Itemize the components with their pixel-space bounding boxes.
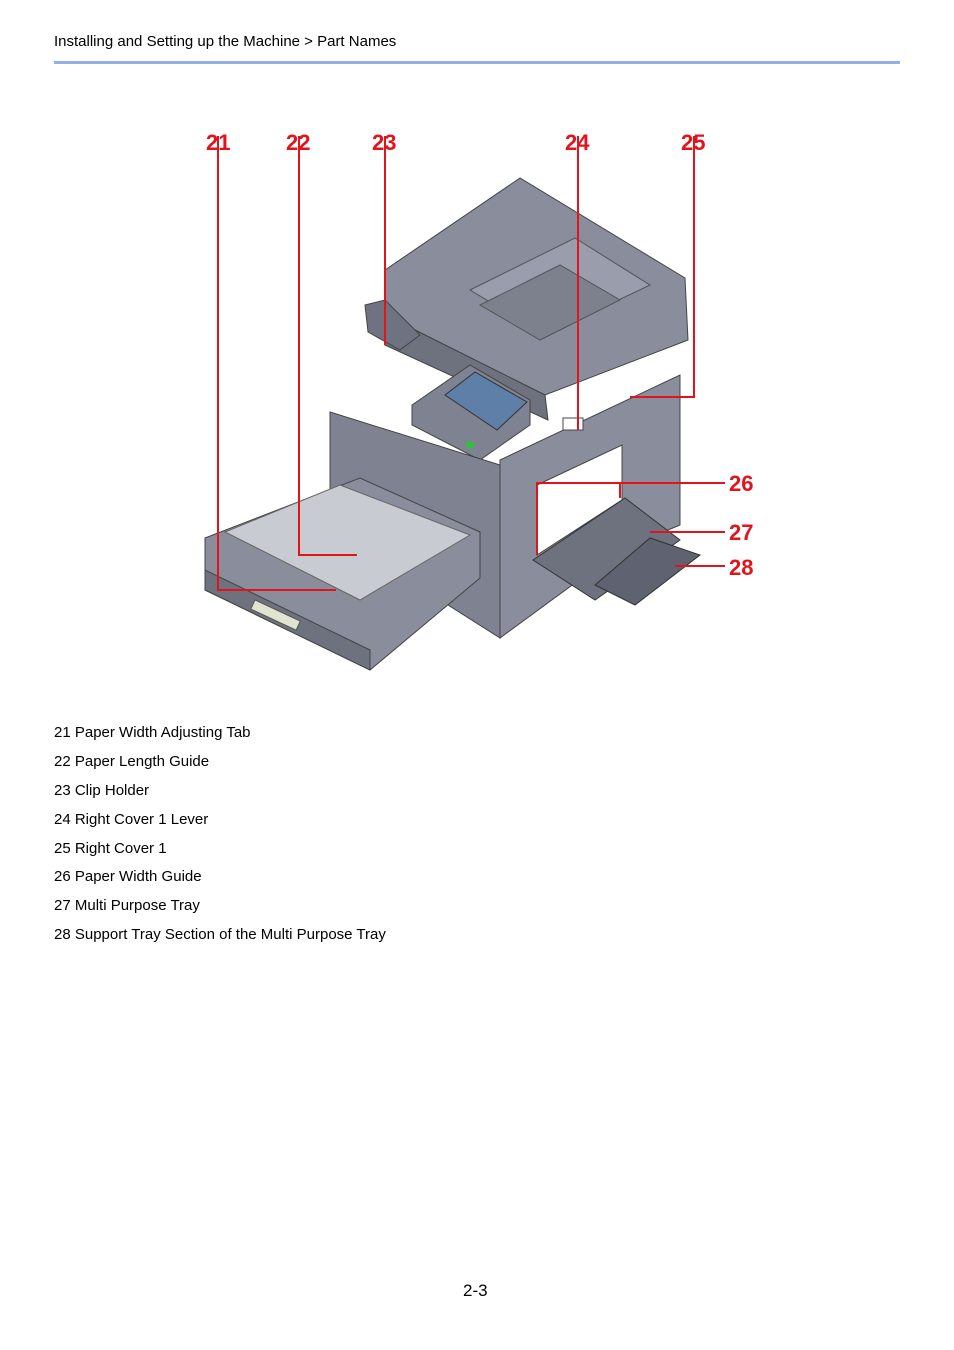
legend-item: 21 Paper Width Adjusting Tab bbox=[54, 724, 251, 741]
legend-item: 26 Paper Width Guide bbox=[54, 868, 202, 886]
callout-28: 28 bbox=[729, 555, 754, 580]
legend-item: 22 Paper Length Guide bbox=[54, 752, 210, 770]
parts-legend: 21 Paper Width Adjusting Tab 22 Paper Le… bbox=[54, 723, 386, 954]
legend-item: 24 Right Cover 1 Lever bbox=[54, 810, 209, 828]
callout-26: 26 bbox=[729, 471, 754, 496]
machine-figure: 21 22 23 24 25 26 27 28 bbox=[0, 100, 954, 700]
header-rule bbox=[54, 61, 900, 64]
legend-item: 25 Right Cover 1 bbox=[54, 839, 167, 857]
legend-item: 23 Clip Holder bbox=[54, 781, 150, 799]
callout-21: 21 bbox=[206, 130, 231, 155]
callout-22: 22 bbox=[286, 130, 311, 155]
callout-25: 25 bbox=[681, 130, 706, 155]
callout-23: 23 bbox=[372, 130, 397, 155]
legend-item: 28 Support Tray Section of the Multi Pur… bbox=[54, 926, 386, 944]
callout-24: 24 bbox=[565, 130, 590, 155]
breadcrumb: Installing and Setting up the Machine > … bbox=[54, 33, 397, 50]
page-number: 2-3 bbox=[463, 1281, 488, 1300]
callout-27: 27 bbox=[729, 520, 754, 545]
legend-item: 27 Multi Purpose Tray bbox=[54, 897, 200, 915]
printer-illustration bbox=[204, 136, 725, 671]
